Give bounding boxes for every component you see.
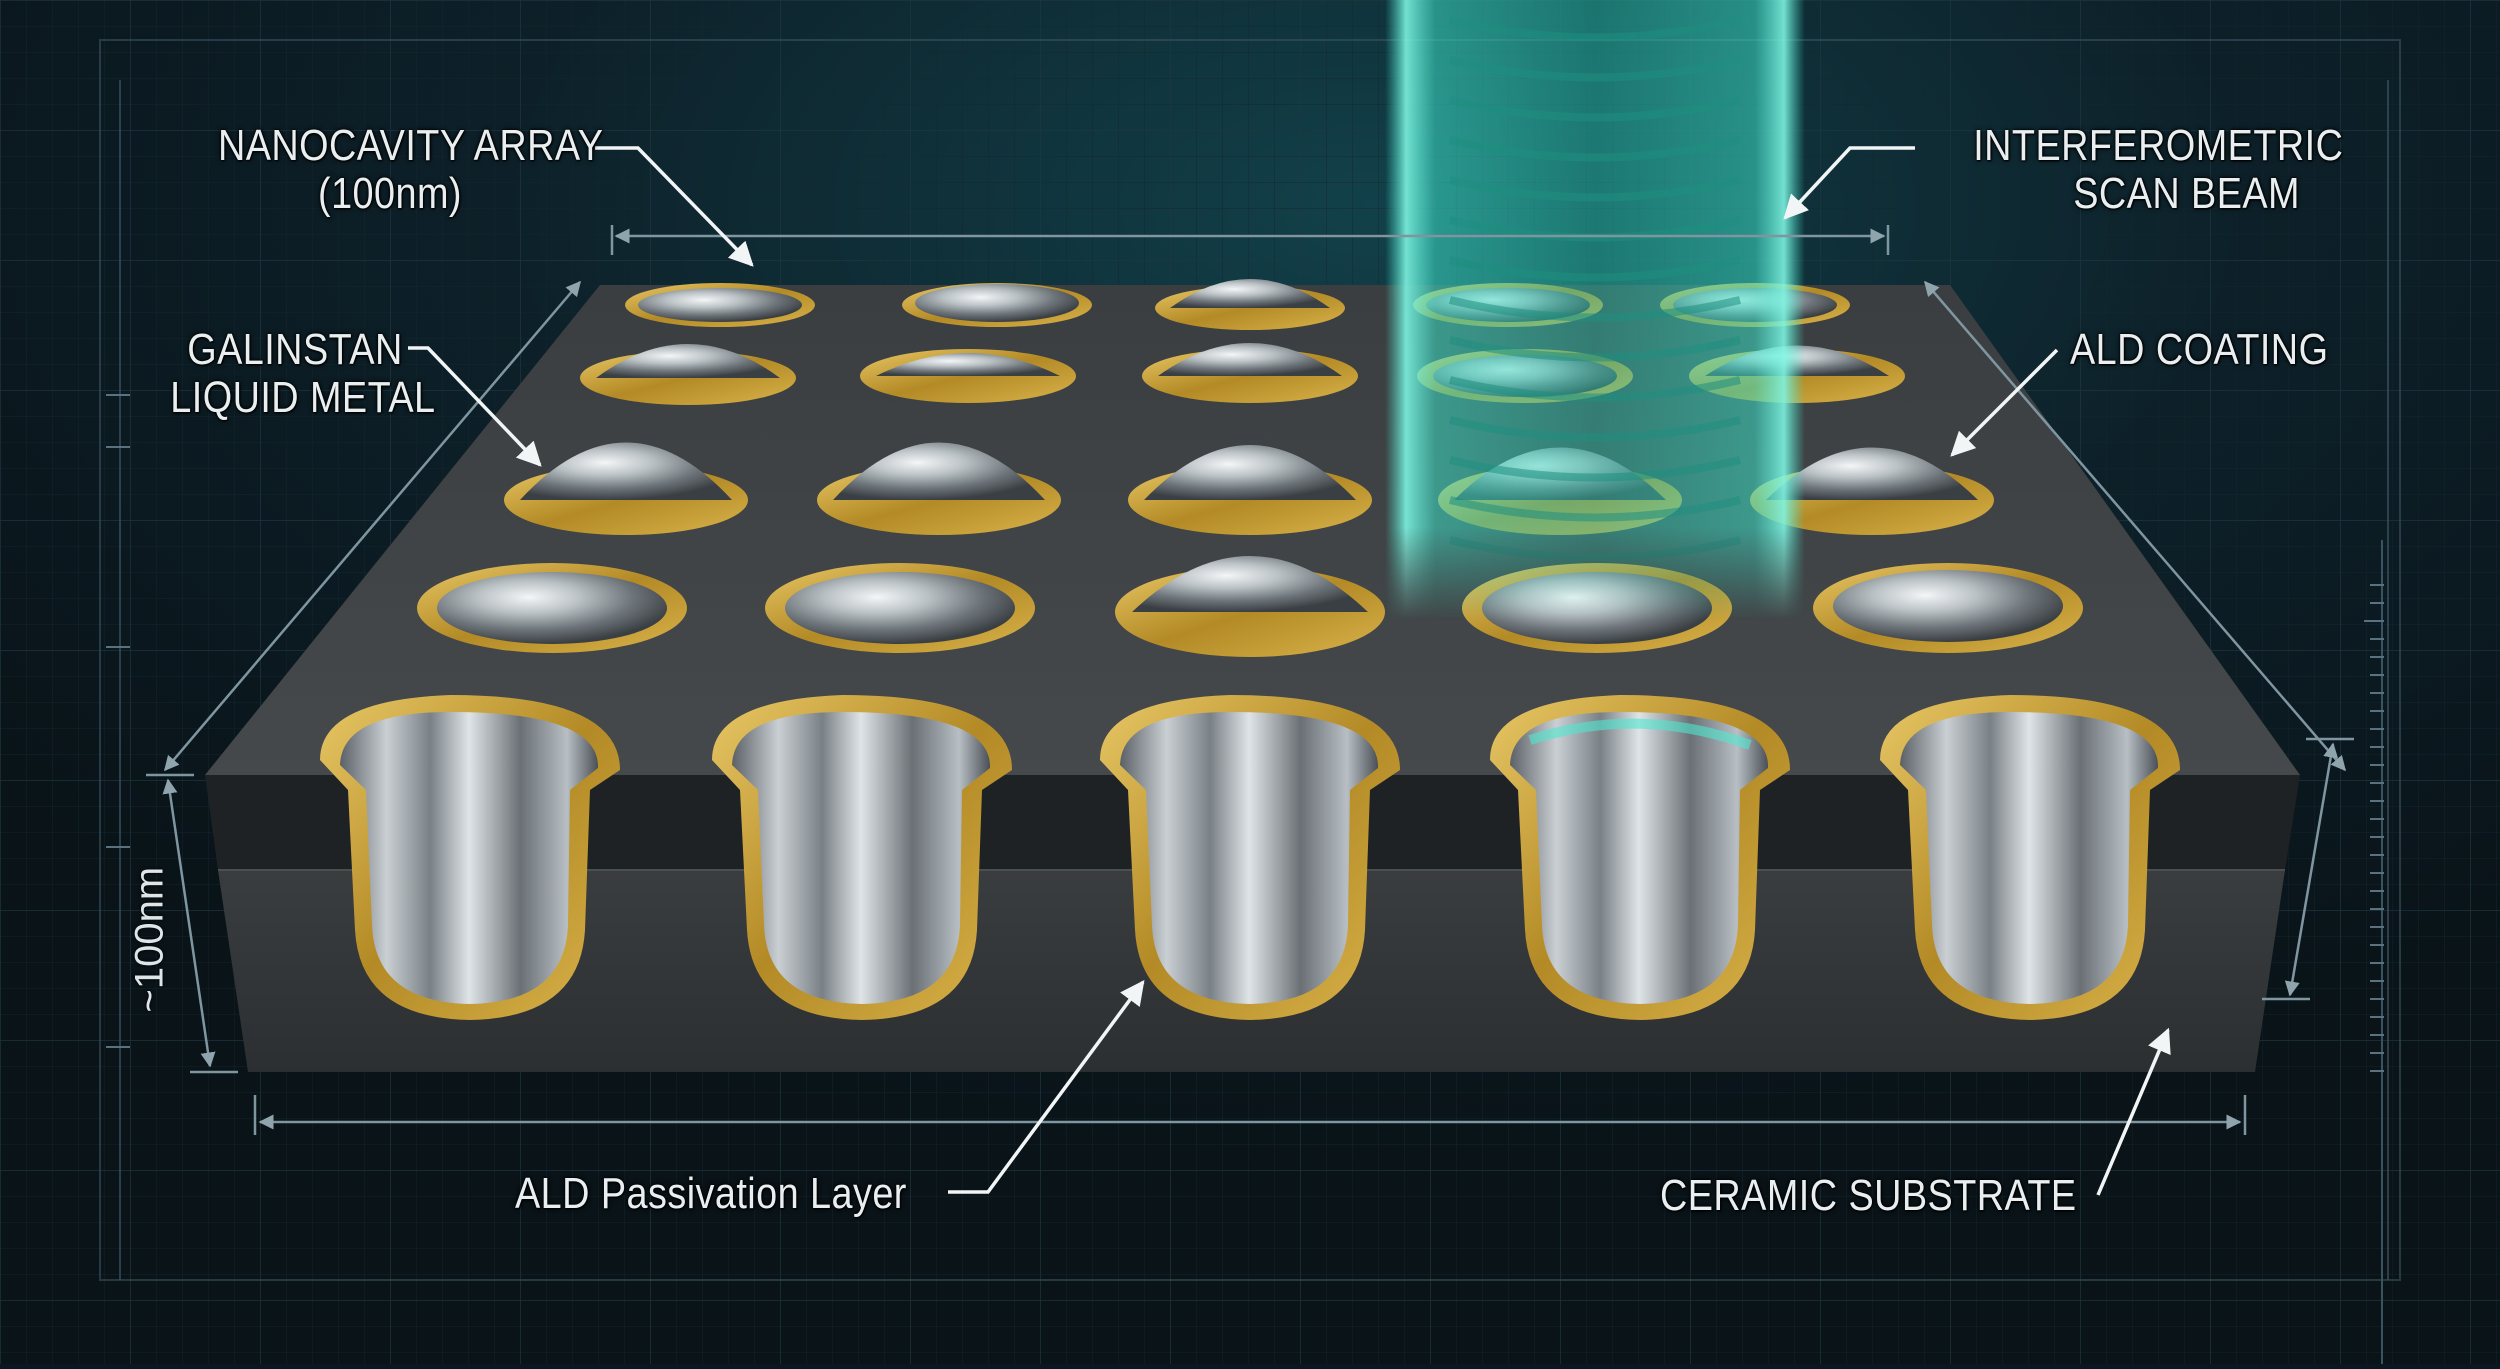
label-nanocavity-array: NANOCAVITY ARRAY (100nm)	[218, 121, 604, 218]
label-galinstan-liquid-metal: GALINSTAN LIQUID METAL	[170, 325, 436, 422]
callout-nanocavity	[595, 146, 754, 267]
label-ald-coating-text: ALD COATING	[2070, 325, 2329, 374]
ruler-ticks	[106, 394, 2384, 1072]
callout-galinstan	[408, 346, 542, 467]
label-substrate-text: CERAMIC SUBSTRATE	[1660, 1171, 2077, 1220]
label-nanocavity-line2: (100nm)	[318, 169, 462, 218]
callout-ald-coating	[1950, 348, 2059, 457]
callout-substrate	[2096, 1027, 2171, 1196]
callout-beam	[1783, 146, 1915, 220]
label-galinstan-line2: LIQUID METAL	[170, 373, 436, 422]
label-nanocavity-line1: NANOCAVITY ARRAY	[218, 121, 604, 170]
label-ald-passivation-layer: ALD Passivation Layer	[515, 1170, 907, 1218]
label-ceramic-substrate: CERAMIC SUBSTRATE	[1660, 1172, 2077, 1220]
label-ald-coating: ALD COATING	[2070, 326, 2328, 374]
label-galinstan-line1: GALINSTAN	[187, 325, 403, 374]
callout-passivation	[948, 980, 1145, 1194]
label-beam-line1: INTERFEROMETRIC	[1973, 121, 2344, 170]
dimension-lines	[146, 225, 2354, 1135]
label-passivation-text: ALD Passivation Layer	[515, 1169, 907, 1218]
callout-lines	[408, 146, 2171, 1196]
interferometric-scan-beam	[1385, 0, 1805, 620]
cavity-row-5-cross-section	[320, 695, 2180, 1020]
depth-dimension-label: ~100nm	[127, 866, 172, 1013]
label-interferometric-scan-beam: INTERFEROMETRIC SCAN BEAM	[1973, 121, 2344, 218]
label-beam-line2: SCAN BEAM	[2073, 169, 2300, 218]
